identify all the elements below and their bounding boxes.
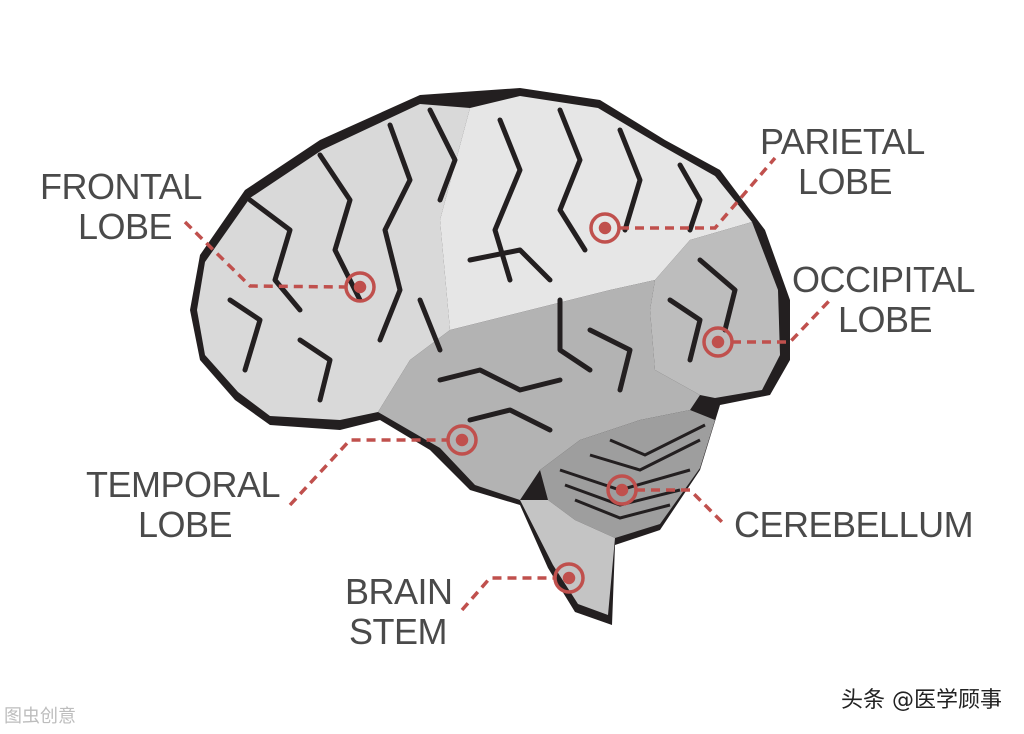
temporal-lobe-label-line2: LOBE: [138, 504, 233, 545]
pointer-lines: [183, 156, 832, 612]
frontal-lobe-label-line2: LOBE: [78, 206, 173, 247]
frontal-lobe-label: FRONTAL LOBE: [40, 167, 202, 247]
cerebellum-pointer-line: [636, 488, 727, 527]
occipital-lobe-label: OCCIPITAL LOBE: [792, 260, 975, 340]
watermark: 头条 @医学顾事: [841, 688, 1002, 713]
brain-stem-region: [520, 500, 615, 615]
frontal-lobe-label-line1: FRONTAL: [40, 166, 202, 207]
occipital-target-icon: [702, 326, 734, 358]
frontal-target-icon: [344, 271, 376, 303]
occipital-lobe-label-line2: LOBE: [838, 299, 933, 340]
frontal-pointer-line: [183, 220, 346, 289]
temporal-target-icon: [446, 424, 478, 456]
cerebellum-label: CEREBELLUM: [734, 504, 974, 545]
parietal-lobe-label-line1: PARIETAL: [760, 121, 925, 162]
parietal-lobe-region: [440, 96, 752, 330]
parietal-target-icon: [589, 212, 621, 244]
occipital-pointer-line: [732, 298, 832, 344]
parietal-lobe-label: PARIETAL LOBE: [760, 122, 925, 202]
parietal-lobe-label-line2: LOBE: [798, 161, 893, 202]
brain-stem-label-line1: BRAIN: [345, 571, 453, 612]
corner-mark: 图虫创意: [4, 706, 76, 727]
occipital-lobe-label-line1: OCCIPITAL: [792, 259, 975, 300]
occipital-lobe-region: [650, 222, 780, 398]
temporal-lobe-label: TEMPORAL LOBE: [86, 464, 281, 545]
brain-stem-label-line2: STEM: [349, 611, 448, 652]
target-markers: [344, 212, 734, 594]
parietal-pointer-line: [620, 156, 777, 230]
cerebellum-target-icon: [606, 474, 638, 506]
brain-folds: [227, 107, 738, 433]
frontal-lobe-region: [197, 104, 470, 420]
temporal-pointer-line: [288, 438, 448, 507]
cerebellum-label-line1: CEREBELLUM: [734, 504, 974, 545]
brainstem-target-icon: [553, 562, 585, 594]
temporal-lobe-label-line1: TEMPORAL: [86, 464, 281, 505]
brain-stem-label: BRAIN STEM: [345, 572, 453, 652]
brainstem-pointer-line: [460, 576, 555, 612]
